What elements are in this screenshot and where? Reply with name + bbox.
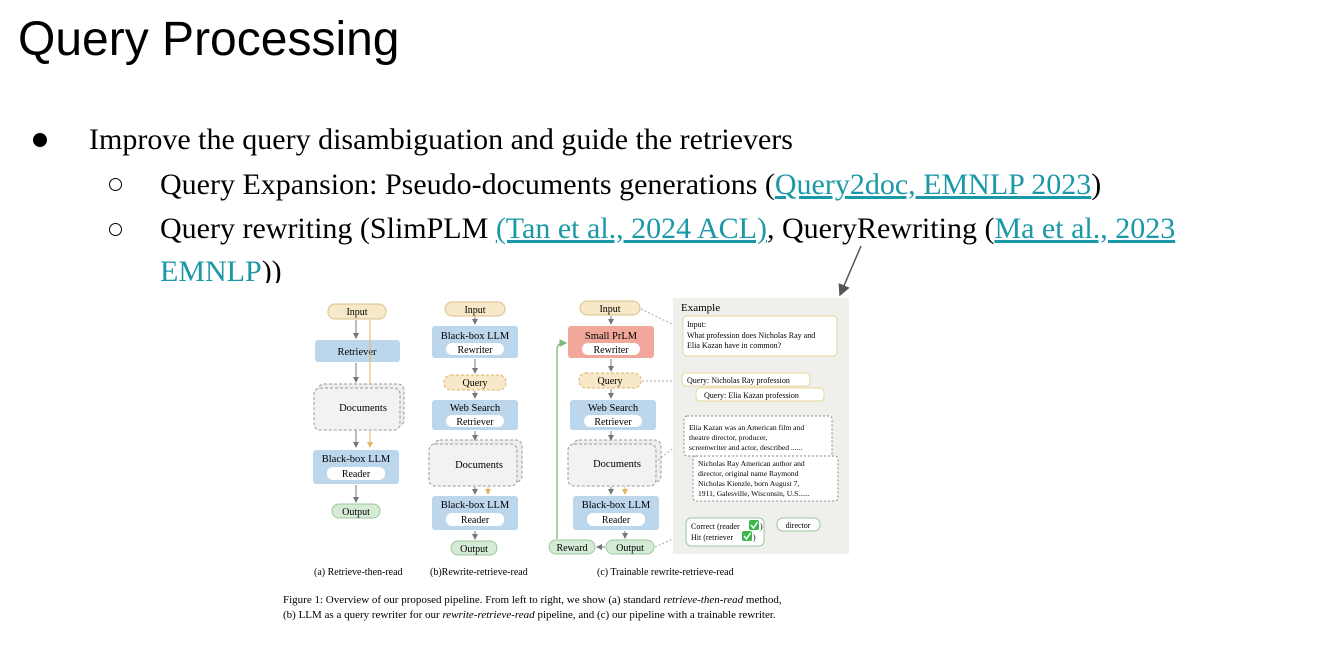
example-panel: Example Input: What profession does Nich… xyxy=(673,298,849,554)
b-retriever-label: Retriever xyxy=(456,417,494,428)
c-rewriter-label: Rewriter xyxy=(594,345,630,356)
example-doc2-box xyxy=(692,455,839,502)
c-websearch-label: Web Search xyxy=(588,403,639,414)
example-title: Example xyxy=(681,302,720,314)
query2doc-link[interactable]: Query2doc, EMNLP 2023 xyxy=(774,168,1092,201)
c-caption: (c) Trainable rewrite-retrieve-read xyxy=(597,567,734,578)
c-llm-label: Black-box LLM xyxy=(582,500,651,511)
b-rewriter-label: Rewriter xyxy=(458,345,494,356)
example-answer-box xyxy=(776,517,821,532)
sub-bullet-query-rewriting: Query rewriting (SlimPLM (Tan et al., 20… xyxy=(160,212,1175,246)
example-doc2-line1: Nicholas Ray American author and xyxy=(698,459,805,468)
c-output-label: Output xyxy=(616,543,644,554)
c-documents-label: Documents xyxy=(593,459,641,470)
example-query1-box xyxy=(681,372,811,387)
example-correct: Correct (reader xyxy=(691,522,740,531)
example-input-q1: What profession does Nicholas Ray and xyxy=(687,331,815,340)
example-query2-box xyxy=(695,387,825,402)
c-reward-box xyxy=(548,539,596,555)
tan-2024-link[interactable]: (Tan et al., 2024 ACL) xyxy=(495,212,767,245)
a-documents-box xyxy=(313,387,401,431)
bullet-dot-icon xyxy=(33,133,47,147)
c-query-box xyxy=(578,372,642,389)
pipeline-b: Input Black-box LLM Rewriter Query Web S… xyxy=(428,301,528,578)
a-reader-pill xyxy=(327,467,385,480)
example-doc2-line3: Nicholas Kienzle, born August 7, xyxy=(698,479,799,488)
c-documents-box xyxy=(567,443,657,487)
pointer-arrow xyxy=(838,245,862,297)
pipeline-c: Input Small PrLM Rewriter Query Web Sear… xyxy=(548,300,734,578)
a-output-label: Output xyxy=(342,507,370,518)
a-caption: (a) Retrieve-then-read xyxy=(314,567,403,578)
sub1-text: Query Expansion: Pseudo-documents genera… xyxy=(160,168,775,201)
example-query1: Query: Nicholas Ray profession xyxy=(687,376,790,385)
c-small-prlm-label: Small PrLM xyxy=(585,331,638,342)
a-input-box xyxy=(327,303,387,320)
c-reward-feedback-arrow xyxy=(556,339,568,539)
example-hit: Hit (retriever xyxy=(691,533,733,542)
example-doc1-line1: Elia Kazan was an American film and xyxy=(689,423,804,432)
b-input-box xyxy=(444,301,506,317)
b-documents-box xyxy=(428,443,518,487)
c-output-box xyxy=(605,539,655,555)
b-rewriter-pill xyxy=(446,343,504,355)
c-retriever-pill xyxy=(584,415,642,427)
example-input-q2: Elia Kazan have in common? xyxy=(687,341,782,350)
svg-text:): ) xyxy=(760,522,763,531)
example-query2: Query: Elia Kazan profession xyxy=(704,391,799,400)
c-rewriter-pill xyxy=(582,343,640,355)
example-answer: director xyxy=(786,521,811,530)
pipeline-a: Input Retriever Documents Black-box LLM … xyxy=(313,303,405,578)
b-retriever-pill xyxy=(446,415,504,427)
b-output-box xyxy=(450,540,498,556)
svg-text:): ) xyxy=(753,533,756,542)
example-input-label: Input: xyxy=(687,320,706,329)
a-input-label: Input xyxy=(346,307,367,318)
c-input-label: Input xyxy=(599,304,620,315)
c-reward-label: Reward xyxy=(556,543,587,554)
sub-bullet-icon xyxy=(109,223,122,236)
sub2-text-a: Query rewriting (SlimPLM xyxy=(160,212,496,245)
a-reader-label: Reader xyxy=(342,469,371,480)
c-retriever-label: Retriever xyxy=(594,417,632,428)
example-doc1-line2: theatre director, producer, xyxy=(689,433,767,442)
figure-caption-line1: Figure 1: Overview of our proposed pipel… xyxy=(283,594,782,606)
c-reader-pill xyxy=(587,513,645,526)
sub2-close: )) xyxy=(261,255,282,283)
sub-bullet-query-rewriting-line2: EMNLP)) xyxy=(160,255,282,283)
b-documents-label: Documents xyxy=(455,460,503,471)
a-llm-label: Black-box LLM xyxy=(322,454,391,465)
b-llm2-label: Black-box LLM xyxy=(441,500,510,511)
example-doc2-line4: 1911, Galesville, Wisconsin, U.S...... xyxy=(698,489,810,498)
bullet-1: Improve the query disambiguation and gui… xyxy=(89,123,793,156)
b-input-label: Input xyxy=(464,305,485,316)
b-llm-label: Black-box LLM xyxy=(441,331,510,342)
c-query-label: Query xyxy=(598,376,623,387)
b-websearch-label: Web Search xyxy=(450,403,501,414)
b-query-box xyxy=(443,374,507,391)
example-doc1-line3: screenwriter and actor, described ...... xyxy=(689,443,802,452)
sub1-close: ) xyxy=(1091,168,1102,201)
a-retriever-label: Retriever xyxy=(337,347,377,358)
a-output-box xyxy=(331,503,381,519)
c-reader-label: Reader xyxy=(602,515,631,526)
slide-title: Query Processing xyxy=(18,13,400,66)
a-retriever-box xyxy=(315,340,400,362)
b-output-label: Output xyxy=(460,544,488,555)
b-reader-label: Reader xyxy=(461,515,490,526)
sub-bullet-icon xyxy=(109,178,122,191)
b-reader-pill xyxy=(446,513,504,526)
figure-caption-line2: (b) LLM as a query rewriter for our rewr… xyxy=(283,609,776,621)
ma-2023-link[interactable]: Ma et al., 2023 xyxy=(994,212,1176,245)
a-documents-label: Documents xyxy=(339,403,387,414)
sub-bullet-query-expansion: Query Expansion: Pseudo-documents genera… xyxy=(160,168,1101,202)
example-input-box xyxy=(682,315,838,357)
sub2-text-b: , QueryRewriting ( xyxy=(766,212,995,245)
example-doc2-line2: director, original name Raymond xyxy=(698,469,799,478)
b-query-label: Query xyxy=(463,378,488,389)
ma-2023-link-cont[interactable]: EMNLP xyxy=(160,255,262,283)
b-caption: (b)Rewrite-retrieve-read xyxy=(430,567,528,578)
c-input-box xyxy=(579,300,641,316)
